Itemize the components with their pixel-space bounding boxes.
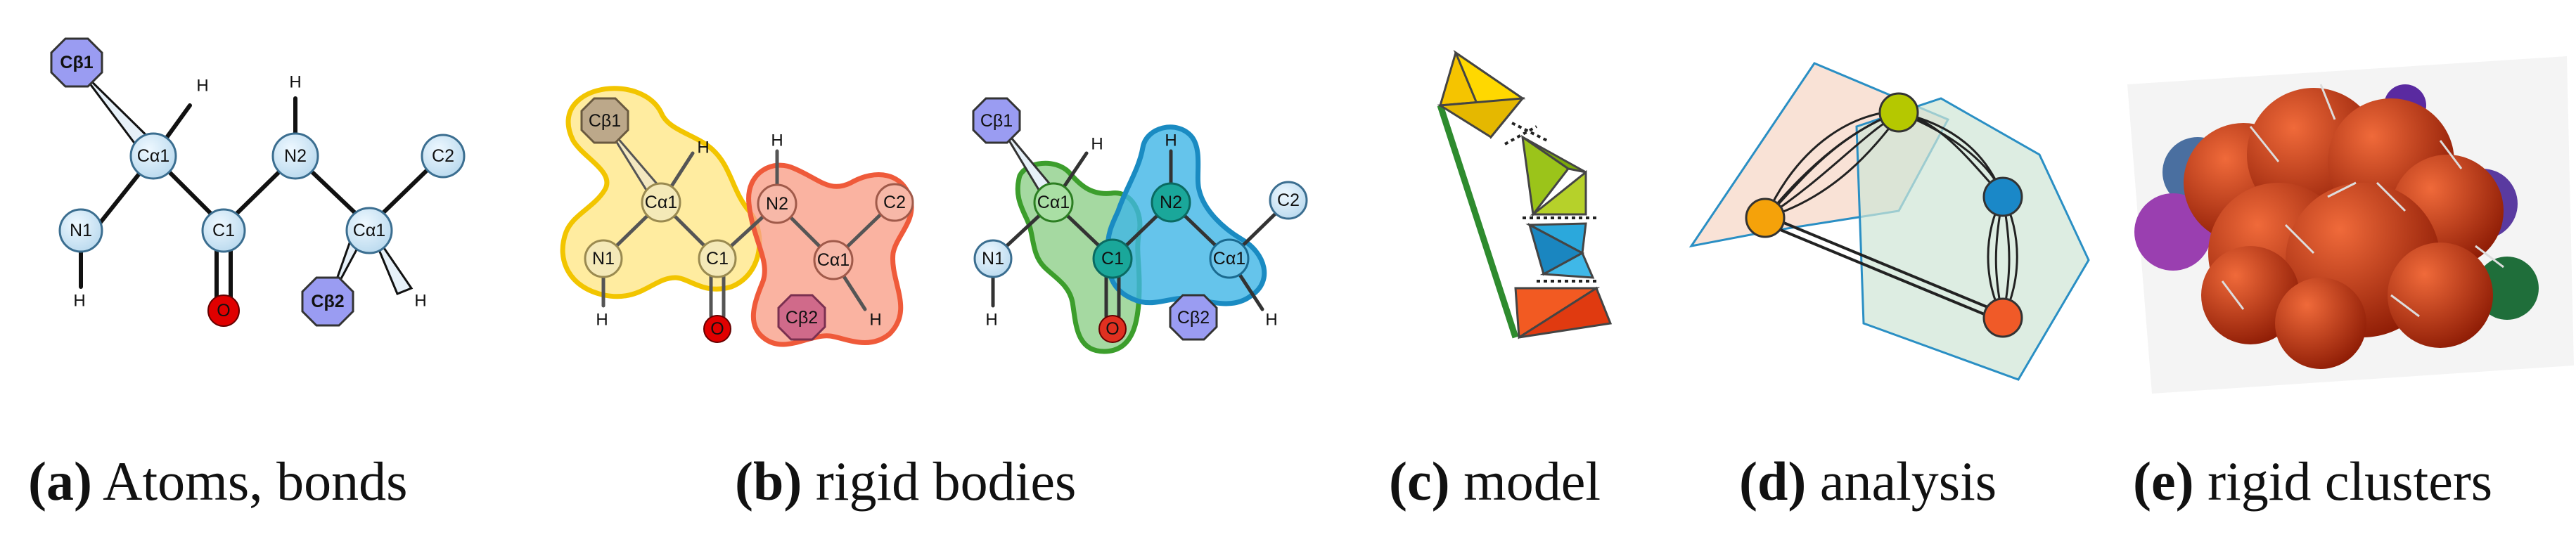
model-long-bar <box>1437 104 1519 339</box>
atom-o: O <box>207 295 240 327</box>
caption-e: (e) rigid clusters <box>2133 450 2492 513</box>
atom-label: C1 <box>1101 249 1124 268</box>
caption-letter: (c) <box>1389 451 1450 512</box>
hydrogen-label: H <box>869 311 881 330</box>
atom-label: Cβ2 <box>311 292 344 311</box>
atom-label: Cβ1 <box>980 111 1013 131</box>
atom-label: C1 <box>706 249 729 268</box>
atom-o: O <box>703 315 731 343</box>
caption-letter: (a) <box>28 451 92 512</box>
atom-ca1: Cα1 <box>129 132 177 180</box>
hydrogen-label: H <box>1091 135 1103 154</box>
cluster-region-green <box>1855 97 2090 381</box>
atom-ca1b: Cα1 <box>345 207 393 254</box>
node-olive <box>1878 92 1919 133</box>
atom-ca1: Cα1 <box>1033 182 1074 223</box>
atom-label: C1 <box>212 221 235 240</box>
atom-cb1: Cβ1 <box>50 37 103 88</box>
atom-n1: N1 <box>973 239 1013 278</box>
caption-text: model <box>1463 451 1601 512</box>
atom-label: Cα1 <box>1037 193 1070 212</box>
node-red <box>1982 297 2023 338</box>
atom-label: O <box>710 319 724 339</box>
panel-a-molecule: Cβ1 Cα1 N2 C2 N1 C1 Cα1 Cβ2 <box>50 37 466 327</box>
atom-label: N2 <box>1160 193 1182 212</box>
atom-c2: C2 <box>875 183 914 222</box>
caption-b: (b) rigid bodies <box>735 450 1076 513</box>
node-blue <box>1982 176 2023 217</box>
atom-cb2: Cβ2 <box>301 276 354 327</box>
atom-cb2: Cβ2 <box>777 294 826 341</box>
atom-n2: N2 <box>757 183 797 224</box>
hydrogen-label: H <box>73 292 85 311</box>
caption-letter: (e) <box>2133 451 2194 512</box>
atom-label: Cα1 <box>137 146 169 166</box>
atom-cb1: Cβ1 <box>580 97 629 144</box>
panel-b-rigid-bodies: Cβ1 Cα1 N1 C1 O N2 C2 Cα1 <box>560 86 1308 354</box>
atom-c1: C1 <box>1092 238 1133 279</box>
hydrogen-label: H <box>1265 311 1277 330</box>
atom-ca1b: Cα1 <box>1209 238 1250 279</box>
panel-d-analysis <box>1689 62 2090 381</box>
hydrogen-label: H <box>985 311 997 330</box>
atom-c1: C1 <box>698 239 737 278</box>
atom-n2: N2 <box>1151 182 1191 223</box>
caption-a: (a) Atoms, bonds <box>28 450 408 513</box>
hydrogen-label: H <box>414 292 426 311</box>
atom-n2: N2 <box>271 132 319 180</box>
caption-text: rigid clusters <box>2207 451 2493 512</box>
atom-n1: N1 <box>58 208 103 253</box>
atom-label: Cβ2 <box>1177 308 1210 328</box>
panel-e-rigid-clusters <box>2127 56 2574 394</box>
hydrogen-label: H <box>596 311 608 330</box>
atom-ca1b: Cα1 <box>813 240 854 280</box>
atom-c2: C2 <box>1269 181 1308 220</box>
atom-label: Cα1 <box>353 221 385 240</box>
hydrogen-label: H <box>697 138 709 157</box>
atom-label: Cβ2 <box>786 308 818 328</box>
atom-o: O <box>1098 315 1127 343</box>
hydrogen-label: H <box>771 131 783 150</box>
hydrogen-label: H <box>1165 131 1177 150</box>
atom-label: N2 <box>284 146 307 166</box>
caption-text: Atoms, bonds <box>103 451 408 512</box>
atom-label: O <box>217 301 230 321</box>
hydrogen-label: H <box>196 77 208 96</box>
atom-label: Cβ1 <box>589 111 621 131</box>
atom-label: N1 <box>982 249 1004 268</box>
atom-label: N1 <box>592 249 615 268</box>
node-orange <box>1745 198 1786 238</box>
atom-cb1: Cβ1 <box>972 97 1021 144</box>
stick-atoms <box>2221 84 2504 318</box>
panel-c-model <box>1437 49 1613 339</box>
atom-label: Cα1 <box>645 193 677 212</box>
atom-label: Cα1 <box>1213 249 1245 268</box>
caption-text: rigid bodies <box>815 451 1077 512</box>
atom-cb2: Cβ2 <box>1169 294 1218 341</box>
atom-label: N1 <box>70 221 92 240</box>
atom-ca1: Cα1 <box>641 182 681 223</box>
atom-label: N2 <box>766 194 788 214</box>
atom-label: C2 <box>432 146 454 166</box>
atom-label: C2 <box>1277 190 1300 210</box>
atom-c1: C1 <box>201 208 246 253</box>
atom-label: Cα1 <box>817 250 850 270</box>
caption-letter: (d) <box>1739 451 1807 512</box>
atom-c2: C2 <box>421 134 466 179</box>
cluster-blob <box>2134 84 2539 369</box>
atom-label: C2 <box>883 193 906 212</box>
atom-label: O <box>1106 319 1119 339</box>
caption-letter: (b) <box>735 451 802 512</box>
hydrogen-label: H <box>289 73 301 92</box>
caption-d: (d) analysis <box>1739 450 1997 513</box>
atom-n1: N1 <box>584 239 623 278</box>
caption-c: (c) model <box>1389 450 1601 513</box>
caption-text: analysis <box>1819 451 1997 512</box>
hinge-marks <box>1504 122 1600 283</box>
atom-label: Cβ1 <box>60 53 93 72</box>
